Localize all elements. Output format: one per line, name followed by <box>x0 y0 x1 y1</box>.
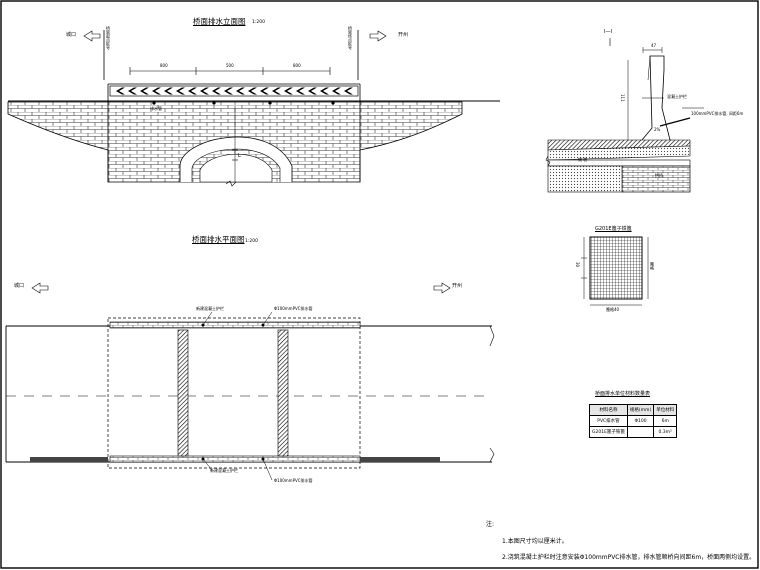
elevation-title: 桥面排水立面图 <box>193 17 246 26</box>
materials-header-cell: 材料名称 <box>589 404 628 416</box>
plan-top-pipe-label: Φ100mmPVC排水管 <box>274 306 313 311</box>
railing-chevron <box>188 87 197 95</box>
grate-title: G201E篦子铁篦 <box>595 226 632 232</box>
materials-header-row: 材料名称 规格(mm) 单位材料 <box>589 404 678 416</box>
notes-item-1: 1.本图尺寸均以厘米计。 <box>502 538 568 545</box>
materials-cell <box>626 426 655 438</box>
railing-chevron <box>248 87 257 95</box>
materials-cell: PVC排水管 <box>589 415 628 427</box>
materials-cell: G201E篦子铁篦 <box>589 426 628 438</box>
grate-view <box>581 236 649 306</box>
railing-chevron <box>212 87 221 95</box>
railing-chevron <box>332 87 341 95</box>
elevation-right-pile: 桥梁终点桩号 <box>348 26 353 50</box>
section-rail-label: 混凝土护栏 <box>667 94 687 99</box>
grate-dim-side: 30 <box>575 262 580 268</box>
table-row: PVC排水管 Φ100 6m <box>589 415 678 427</box>
railing-chevron <box>140 87 149 95</box>
plan-left-arrow <box>31 282 49 294</box>
railing-chevron <box>236 87 245 95</box>
railing-chevron <box>272 87 281 95</box>
plan-bottom-railing <box>109 455 361 463</box>
plan-view <box>5 282 495 481</box>
plan-top-rail-label: 新建混凝土护栏 <box>196 306 224 311</box>
materials-table: 材料名称 规格(mm) 单位材料 PVC排水管 Φ100 6m G201E篦子铁… <box>589 404 678 438</box>
plan-drain-2 <box>277 329 289 457</box>
railing-chevron <box>320 87 329 95</box>
elevation-dim-left: 800 <box>160 63 168 68</box>
elevation-arch-mark: L <box>238 153 241 159</box>
railing-chevron <box>260 87 269 95</box>
railing-chevron <box>296 87 305 95</box>
elevation-right-direction: 开州 <box>398 32 409 38</box>
plan-right-direction: 开州 <box>452 283 463 289</box>
section-slope: 2% <box>654 127 661 132</box>
section-view <box>545 38 704 193</box>
elevation-pipe-label: 排水管 <box>150 106 162 111</box>
materials-title: 桥面排水单位材料数量表 <box>595 391 651 397</box>
plan-right-arrow <box>433 282 451 294</box>
approach-slab-left <box>30 457 108 462</box>
plan-bottom-rail-label: 新建混凝土护栏 <box>210 468 238 473</box>
railing-chevron <box>128 87 137 95</box>
plan-drain-1 <box>177 329 189 457</box>
railing-chevron <box>200 87 209 95</box>
elev-right-arrow <box>369 30 387 42</box>
section-title: I—I <box>604 29 612 35</box>
table-row: G201E篦子铁篦 0.3m² <box>589 426 678 438</box>
materials-header-cell: 单位材料 <box>653 404 678 416</box>
railing-chevron <box>344 87 353 95</box>
materials-cell: 0.3m² <box>653 426 678 438</box>
elevation-dim-mid: 500 <box>226 63 234 68</box>
grate-dim-right: 篦格 <box>650 262 655 270</box>
railing-chevron <box>176 87 185 95</box>
plan-left-direction: 城口 <box>14 283 25 289</box>
plan-scale: 1:200 <box>245 239 258 244</box>
arch-base <box>621 165 691 193</box>
elevation-view <box>7 30 500 187</box>
elevation-scale: 1:200 <box>252 20 265 25</box>
railing-band <box>109 85 359 97</box>
section-base-label: 拱桥 <box>655 173 663 178</box>
plan-top-railing <box>109 321 361 329</box>
elevation-dim-right: 800 <box>293 63 301 68</box>
approach-slab-right <box>360 457 440 462</box>
materials-cell: Φ100 <box>626 415 655 427</box>
notes-heading: 注: <box>486 521 495 528</box>
elevation-left-direction: 城口 <box>66 32 77 38</box>
railing-chevron <box>116 87 125 95</box>
notes-item-2: 2.浇筑混凝土护栏时注意安装Φ100mmPVC排水管，排水管顺桥向间距6m，桥面… <box>502 554 756 561</box>
railing-chevron <box>164 87 173 95</box>
section-dim-height: 111 <box>620 94 625 102</box>
materials-cell: 6m <box>653 415 678 427</box>
section-pipe-label: 100mmPVC排水管, 间距6m <box>691 111 744 116</box>
grate-dim-bottom: 篦格40 <box>606 307 620 312</box>
plan-title: 桥面排水平面图 <box>192 235 245 244</box>
elev-left-arrow <box>83 30 101 42</box>
elevation-left-pile: 桥梁起点桩号 <box>106 26 111 50</box>
railing-chevron <box>308 87 317 95</box>
railing-chevrons <box>116 87 353 95</box>
section-layer-label: 铺 装 <box>578 157 588 162</box>
railing-chevron <box>284 87 293 95</box>
railing-chevron <box>224 87 233 95</box>
materials-header-cell: 规格(mm) <box>626 404 655 416</box>
railing-chevron <box>152 87 161 95</box>
section-dim-top: 47 <box>651 43 657 48</box>
grate-grid <box>589 236 643 300</box>
plan-bottom-pipe-label: Φ100mmPVC排水管 <box>274 478 313 483</box>
